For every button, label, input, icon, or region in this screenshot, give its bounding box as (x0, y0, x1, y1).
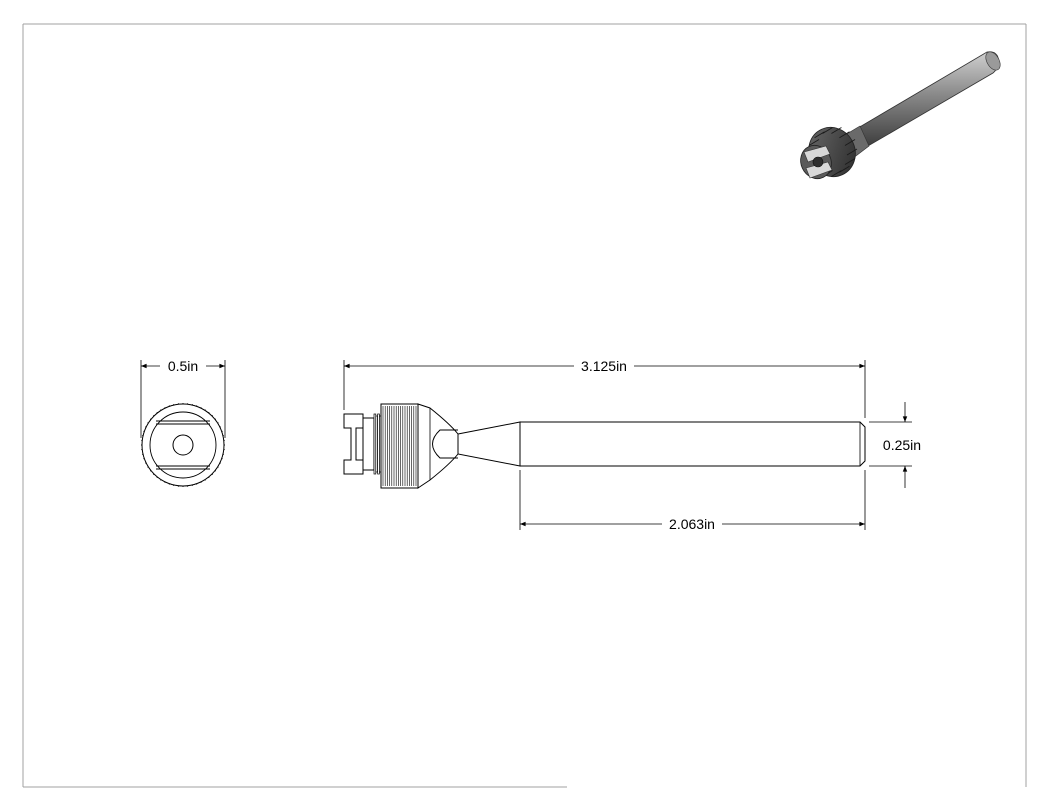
end-view: 0.5in (140, 358, 226, 487)
shank (519, 421, 866, 467)
sheet-border (22, 23, 1027, 788)
cone-transition (417, 403, 459, 489)
isometric-view (800, 51, 1001, 180)
dimension-end-width (140, 360, 226, 438)
dim-shank-length-label: 2.063in (669, 516, 715, 532)
knurled-collar (380, 403, 419, 489)
cone-dome (432, 429, 458, 459)
side-view (343, 403, 866, 489)
dimension-overall-length (343, 360, 866, 418)
dimension-shank-length (519, 470, 866, 530)
end-view-bore (172, 434, 194, 456)
knurl-lines (382, 406, 417, 486)
dim-end-width-label: 0.5in (168, 358, 198, 374)
iso-rod (857, 51, 1000, 147)
dimension-shank-diameter (869, 402, 912, 488)
end-view-inner-circle (149, 411, 217, 479)
head-neck (362, 417, 375, 471)
dim-overall-length-label: 3.125in (581, 358, 627, 374)
dim-shank-diameter-label: 0.25in (883, 437, 921, 453)
taper (457, 421, 521, 467)
slotted-head (343, 413, 364, 475)
thread-section (373, 413, 382, 475)
